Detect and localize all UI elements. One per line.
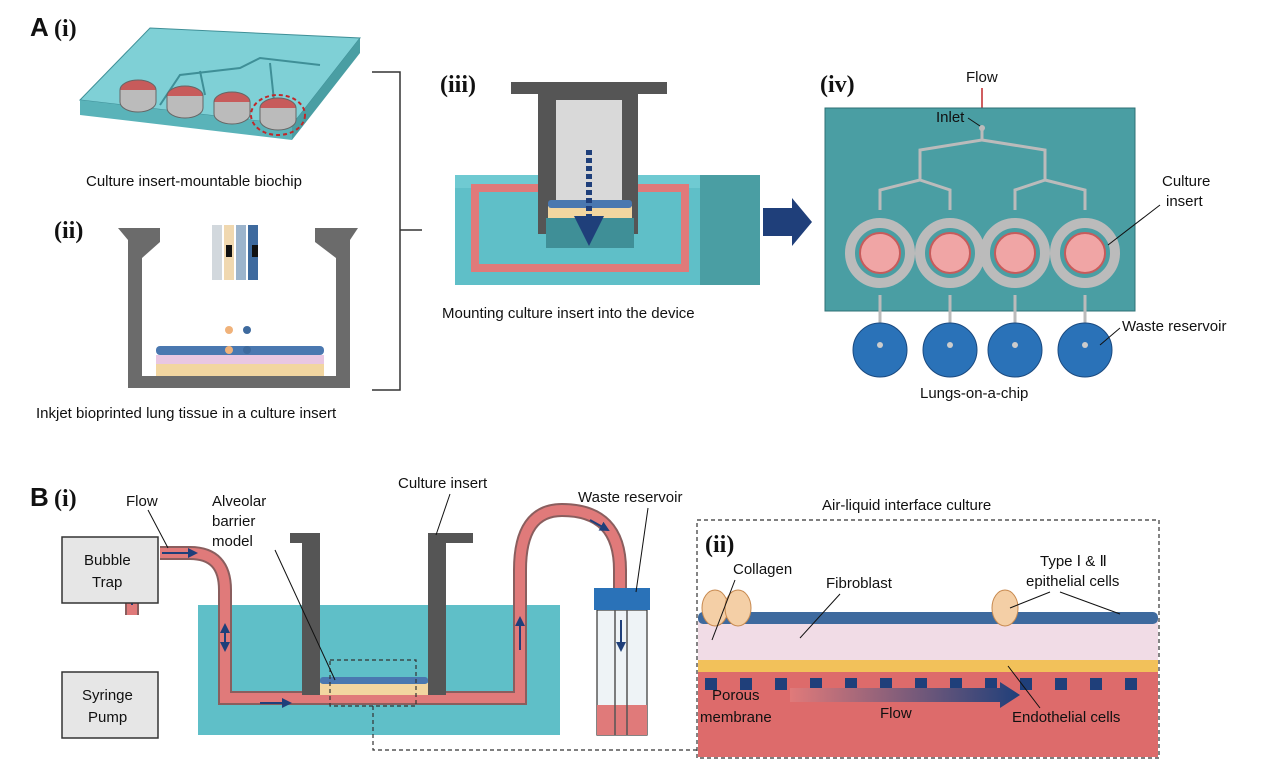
syringe-pump-label-2: Pump: [88, 709, 127, 726]
porous-label-2: membrane: [700, 709, 772, 726]
tissue-layers: [698, 589, 1158, 757]
type-leader-1: [1009, 591, 1051, 609]
type-label-1: Type Ⅰ & Ⅱ: [1040, 553, 1107, 570]
panel-a-sub-iii: (iii): [440, 72, 476, 98]
chip-insert: [980, 218, 1050, 288]
flow-inner-label: Flow: [880, 705, 912, 722]
bubble-trap-label-1: Bubble: [84, 552, 131, 569]
waste-reservoir-leader: [1099, 327, 1121, 346]
flow-label-iv: Flow: [966, 69, 998, 86]
waste-reservoir-label-iv: Waste reservoir: [1122, 318, 1226, 335]
medium-tank: [198, 605, 560, 735]
chip-insert: [1050, 218, 1120, 288]
highlight-circle: [250, 94, 306, 136]
chip-body: [824, 107, 1136, 312]
chip-insert: [915, 218, 985, 288]
panel-a-letter: A: [30, 12, 49, 42]
culture-insert-label-2: insert: [1166, 193, 1204, 210]
culture-insert-leader: [1107, 204, 1161, 246]
type-leader-2: [1059, 591, 1121, 615]
alveolar-leader: [274, 549, 336, 681]
inlet-leader: [967, 117, 981, 127]
caption-inkjet: Inkjet bioprinted lung tissue in a cultu…: [36, 405, 337, 422]
waste-reservoir-label-b: Waste reservoir: [578, 489, 682, 506]
bubble-trap-label-2: Trap: [92, 574, 122, 591]
collagen-label: Collagen: [733, 561, 792, 578]
waste-reservoir: [1057, 295, 1113, 378]
culture-insert-ii: [118, 228, 358, 388]
collagen-leader: [711, 579, 736, 641]
waste-reservoir: [922, 295, 978, 378]
biochip-illustration: [78, 27, 361, 140]
caption-mounting: Mounting culture insert into the device: [442, 305, 695, 322]
panel-b-letter: B: [30, 482, 49, 512]
ali-title: Air-liquid interface culture: [822, 497, 991, 514]
culture-insert-b: [290, 533, 473, 707]
alveolar-label-1: Alveolar: [212, 493, 266, 510]
fibroblast-label: Fibroblast: [826, 575, 893, 592]
caption-biochip: Culture insert-mountable biochip: [86, 173, 302, 190]
zoom-connector: [372, 706, 697, 751]
porous-label-1: Porous: [712, 687, 760, 704]
waste-reservoir-b: [594, 588, 650, 736]
type-label-2: epithelial cells: [1026, 573, 1119, 590]
waste-reservoir: [852, 295, 908, 378]
endothelial-leader: [1007, 665, 1041, 709]
alveolar-label-3: model: [212, 533, 253, 550]
fibroblast-leader: [799, 593, 841, 639]
endothelial-label: Endothelial cells: [1012, 709, 1120, 726]
insert-well: [166, 85, 204, 119]
culture-insert-label-b: Culture insert: [398, 475, 488, 492]
panel-a-sub-iv: (iv): [820, 72, 855, 98]
mounting-illustration: [455, 82, 760, 285]
printhead-icon: [212, 225, 258, 354]
culture-insert-label-1: Culture: [1162, 173, 1210, 190]
panel-a-sub-ii: (ii): [54, 218, 83, 244]
insert-well: [259, 97, 297, 131]
flow-label-b: Flow: [126, 493, 158, 510]
transition-arrow-icon: [763, 198, 812, 246]
syringe-pump-label-1: Syringe: [82, 687, 133, 704]
panel-a-sub-i: (i): [54, 16, 77, 42]
chip-insert: [845, 218, 915, 288]
panel-b-sub-i: (i): [54, 486, 77, 512]
waste-reservoir-leader-b: [635, 507, 649, 593]
insert-well: [213, 91, 251, 125]
flow-leader-b: [147, 509, 169, 549]
syringe-pump-box: [61, 671, 159, 739]
insert-well: [119, 79, 157, 113]
waste-reservoir: [987, 295, 1043, 378]
caption-lungs: Lungs-on-a-chip: [920, 385, 1028, 402]
inlet-label: Inlet: [936, 109, 965, 126]
bubble-trap-box: [61, 536, 159, 604]
culture-insert-leader-b: [435, 493, 451, 536]
panel-b-sub-ii: (ii): [705, 532, 734, 558]
zoom-box: [696, 519, 1160, 759]
bracket: [372, 71, 401, 391]
alveolar-label-2: barrier: [212, 513, 255, 530]
